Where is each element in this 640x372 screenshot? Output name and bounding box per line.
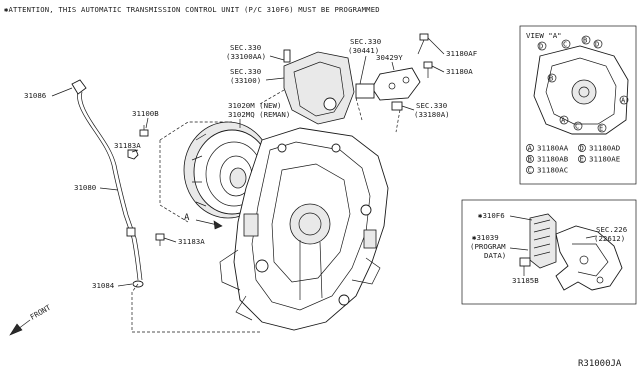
svg-text:A: A: [561, 117, 566, 125]
callout-sec330-33100-title: SEC.330: [230, 67, 261, 76]
svg-text:D: D: [539, 43, 543, 51]
svg-text:C: C: [563, 41, 567, 49]
transmission-case: [219, 127, 389, 331]
view-a-title: VIEW "A": [526, 31, 562, 40]
front-direction-indicator: FRONT: [9, 303, 53, 336]
view-a-arrow: A: [184, 213, 223, 230]
legend-part-c: 31180AC: [537, 166, 568, 175]
callout-31185b: 31185B: [512, 276, 539, 285]
callout-31084: 31084: [92, 281, 115, 290]
legend-part-d: 31180AD: [589, 144, 620, 153]
bolt-31180af: [417, 33, 429, 55]
svg-text:B: B: [583, 37, 587, 45]
callout-31183a-top: 31183A: [114, 141, 141, 150]
legend-key-a: A: [528, 145, 533, 153]
tcm-inset: ✱310F6 ✱31039 (PROGRAM DATA) 31185B SEC.…: [461, 199, 637, 305]
legend-key-c: C: [528, 167, 532, 175]
mount-bracket: [355, 67, 421, 101]
callout-sec226-code: (22612): [594, 234, 625, 243]
callout-31039-program: (PROGRAM: [470, 242, 506, 251]
callout-31039-data: DATA): [484, 251, 506, 260]
callout-sec330-33100aa-code: (33100AA): [226, 52, 266, 61]
dipstick-assembly: [71, 79, 144, 288]
callout-31039-code: ✱31039: [472, 233, 499, 242]
callout-sec226-title: SEC.226: [596, 225, 627, 234]
svg-text:C: C: [575, 123, 579, 131]
callout-31180af: 31180AF: [446, 49, 478, 58]
control-valve-body: [283, 49, 355, 125]
legend-key-b: B: [528, 156, 532, 164]
callout-31020m: 31020M (NEW): [228, 101, 281, 110]
callout-sec330-33100-code: (33100): [230, 76, 261, 85]
legend-part-b: 31180AB: [537, 155, 569, 164]
view-a-inset: VIEW "A" D C B D B A A C E A 31180AA B 3…: [519, 25, 637, 185]
bolt-31180a: [423, 61, 433, 78]
bolt-31183a-top: [127, 149, 139, 160]
legend-key-d: D: [580, 145, 584, 153]
bolt-31183a-bottom: [155, 233, 165, 246]
svg-text:D: D: [595, 41, 599, 49]
callout-30429y: 30429Y: [376, 53, 403, 62]
callout-310f6: ✱310F6: [478, 211, 505, 220]
bolt-31100b: [139, 125, 149, 137]
legend-part-e: 31180AE: [589, 155, 620, 164]
callout-sec330-33180a-code: (33180A): [414, 110, 450, 119]
callout-sec330-30441-code: (30441): [348, 46, 379, 55]
callout-31180a: 31180A: [446, 67, 473, 76]
diagram-code: R31000JA: [578, 359, 622, 369]
callout-31183a-bottom: 31183A: [178, 237, 205, 246]
attention-note: ✱ATTENTION, THIS AUTOMATIC TRANSMISSION …: [4, 5, 380, 14]
bolt-33180a: [391, 101, 403, 111]
callout-sec330-33100aa-title: SEC.330: [230, 43, 261, 52]
svg-text:A: A: [621, 97, 626, 105]
view-marker-label: A: [184, 213, 190, 223]
legend-key-e: E: [580, 156, 584, 164]
legend-part-a: 31180AA: [537, 144, 569, 153]
front-label: FRONT: [29, 303, 53, 322]
callout-3102mq: 3102MQ (REMAN): [228, 110, 290, 119]
svg-text:B: B: [549, 75, 553, 83]
callout-31080: 31080: [74, 183, 96, 192]
callout-sec330-30441-title: SEC.330: [350, 37, 381, 46]
callout-31100b: 31100B: [132, 109, 159, 118]
callout-31086: 31086: [24, 91, 46, 100]
callout-sec330-33180a-title: SEC.330: [416, 101, 447, 110]
svg-text:E: E: [599, 125, 603, 133]
